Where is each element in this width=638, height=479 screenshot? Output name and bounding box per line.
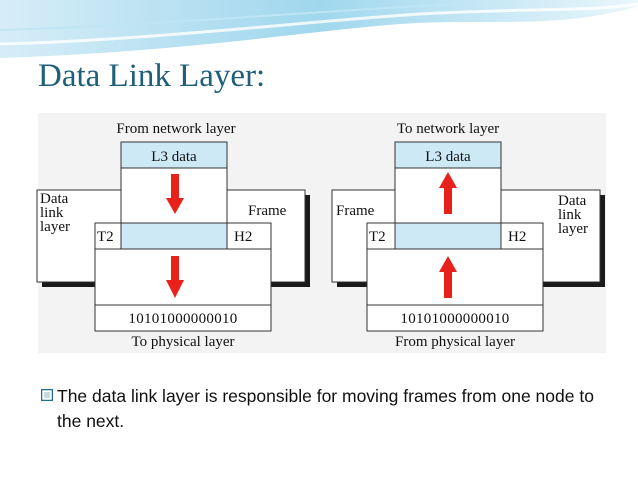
receiver-up-arrow-icon bbox=[439, 172, 457, 214]
receiver-l3-data-label: L3 data bbox=[425, 149, 471, 165]
receiver-up-arrow-lower-icon bbox=[439, 256, 457, 298]
sender-bottom-label: To physical layer bbox=[131, 334, 234, 350]
receiver-frame-data bbox=[394, 222, 502, 250]
receiver-bits-box bbox=[366, 304, 544, 332]
sender-l3-data-label: L3 data bbox=[151, 149, 197, 165]
receiver-header-label: H2 bbox=[508, 229, 526, 245]
receiver-frame-label: Frame bbox=[336, 203, 375, 219]
slide-title: Data Link Layer: bbox=[38, 58, 266, 94]
receiver-side-label-line-1: Data bbox=[558, 193, 587, 209]
sender-down-arrow-lower-icon bbox=[166, 256, 184, 298]
sender-header-label: H2 bbox=[234, 229, 252, 245]
sender-l3-data-box bbox=[120, 141, 228, 169]
receiver-diagram: To network layer L3 data T2 H2 Frame Dat… bbox=[331, 121, 605, 350]
sender-top-label: From network layer bbox=[116, 121, 235, 137]
square-bullet-icon bbox=[41, 389, 53, 401]
sender-side-label-line-2: link bbox=[40, 205, 64, 221]
sender-bits-box bbox=[94, 304, 272, 332]
receiver-bottom-label: From physical layer bbox=[395, 334, 515, 350]
receiver-side-label-line-2: link bbox=[558, 207, 582, 223]
sender-down-arrow-icon bbox=[166, 174, 184, 214]
header-wave-decoration bbox=[0, 0, 638, 58]
sender-diagram: From network layer L3 data T2 H2 Frame D… bbox=[36, 121, 310, 350]
sender-trailer-label: T2 bbox=[97, 229, 114, 245]
sender-bits: 10101000000010 bbox=[128, 311, 237, 327]
sender-side-label-line-3: layer bbox=[40, 219, 70, 235]
sender-frame-label: Frame bbox=[248, 203, 287, 219]
receiver-l3-data-box bbox=[394, 141, 502, 169]
receiver-side-label-line-3: layer bbox=[558, 221, 588, 237]
receiver-bits: 10101000000010 bbox=[400, 311, 509, 327]
receiver-top-label: To network layer bbox=[397, 121, 499, 137]
bullet-text: The data link layer is responsible for m… bbox=[57, 386, 594, 431]
sender-frame-data bbox=[120, 222, 228, 250]
bullet-point: The data link layer is responsible for m… bbox=[41, 384, 611, 434]
receiver-trailer-label: T2 bbox=[369, 229, 386, 245]
sender-side-label-line-1: Data bbox=[40, 191, 69, 207]
